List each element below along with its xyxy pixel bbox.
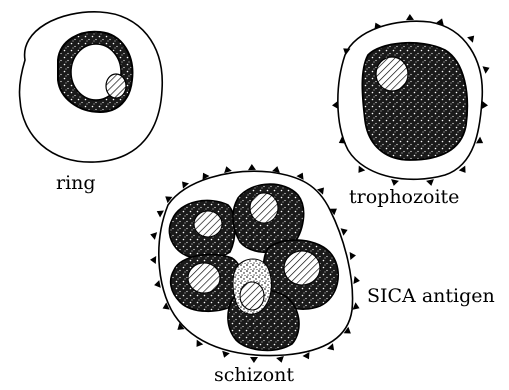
schizont-knob [157, 210, 164, 217]
schizont-knob [150, 232, 157, 240]
trophozoite-knob [406, 14, 414, 20]
schizont-stage-cell [150, 164, 360, 363]
schizont-knob [248, 164, 256, 170]
schizont-knob [276, 356, 284, 363]
merozoite-5-nucleus [240, 282, 264, 310]
ring-stage-cell [19, 12, 162, 162]
trophozoite-knob [426, 179, 434, 186]
merozoite-2-nucleus [250, 193, 278, 223]
schizont-knob [353, 276, 360, 284]
trophozoite-knob [332, 101, 338, 109]
trophozoite-parasite [362, 43, 467, 160]
merozoite-1-nucleus [194, 211, 222, 237]
schizont-label: schizont [214, 366, 294, 385]
ring-label: ring [56, 174, 96, 193]
schizont-knob [154, 280, 161, 288]
trophozoite-knob [482, 101, 488, 109]
schizont-knob [224, 166, 232, 173]
schizont-knob [250, 357, 258, 363]
schizont-knob [341, 228, 348, 235]
trophozoite-knob [467, 36, 474, 43]
schizont-knob [222, 351, 230, 358]
merozoite-4-nucleus [284, 251, 320, 285]
schizont-knob [350, 252, 356, 260]
merozoite-3-nucleus [188, 263, 220, 293]
schizont-knob [150, 256, 156, 264]
trophozoite-nucleus [376, 57, 408, 91]
ring-nucleus [106, 74, 126, 98]
trophozoite-label: trophozoite [349, 188, 459, 207]
schizont-knob [352, 302, 359, 309]
sica-antigen-label: SICA antigen [367, 287, 495, 306]
trophozoite-stage-cell [332, 14, 490, 186]
trophozoite-knob [482, 66, 489, 73]
trophozoite-knob [391, 179, 399, 186]
